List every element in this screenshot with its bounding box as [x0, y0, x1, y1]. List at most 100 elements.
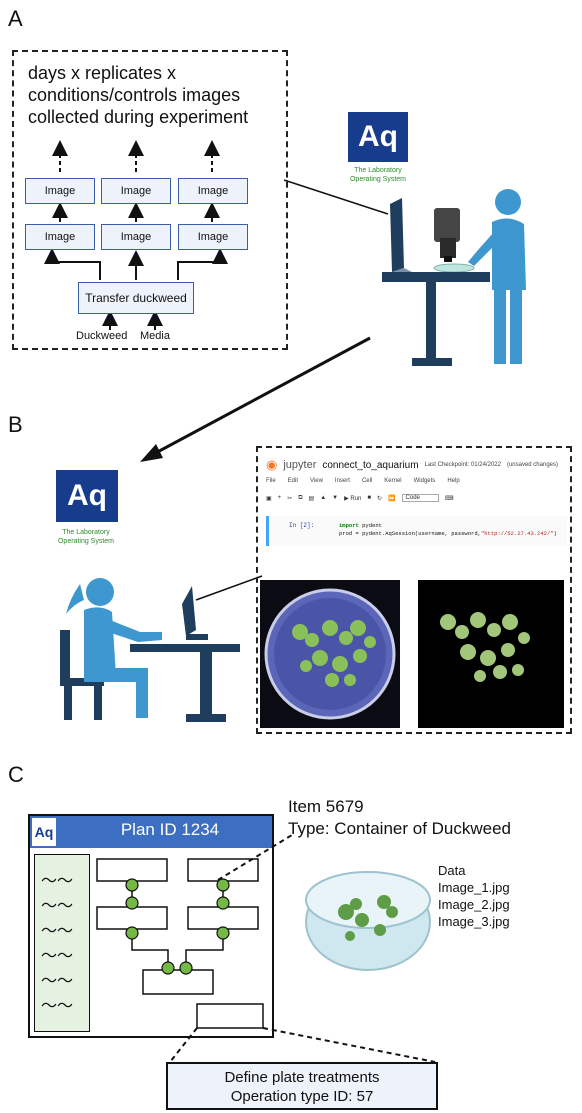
keyboard-icon[interactable]: ⌨	[444, 495, 454, 502]
code-line-2: prod = pydent.AqSession(username, passwo…	[339, 530, 557, 538]
plan-title: Plan ID 1234	[120, 820, 220, 839]
seated-scientist-illustration	[60, 578, 240, 722]
jupyter-brand: jupyter	[283, 459, 317, 471]
move-up-icon[interactable]: ▲	[320, 495, 327, 501]
operation-type-id: Operation type ID: 57	[230, 1088, 374, 1105]
add-cell-icon[interactable]: +	[277, 495, 282, 501]
operation-node	[142, 969, 214, 995]
code-cell[interactable]: In [2]: import pydent prod = pydent.AqSe…	[266, 516, 567, 546]
item-id: Item 5679	[288, 797, 364, 816]
plan-aq-logo: Aq	[32, 818, 56, 846]
operation-node	[187, 906, 259, 930]
transfer-duckweed-node: Transfer duckweed	[78, 282, 194, 314]
cell-prompt: In [2]:	[289, 522, 315, 529]
camera-icon	[434, 208, 460, 242]
aquarium-logo: Aq	[56, 470, 118, 522]
logo-subtitle-line-2: Operating System	[349, 176, 407, 183]
monitor-icon	[390, 198, 404, 272]
jupyter-logo-icon: ◉	[266, 457, 278, 472]
operation-name: Define plate treatments	[224, 1069, 380, 1086]
code-keyword: import	[339, 522, 359, 529]
code-prefix: prod = pydent.AqSession(username, passwo…	[339, 530, 481, 537]
define-plate-treatments-node	[196, 1003, 264, 1029]
logo-subtitle-line-2: Operating System	[57, 538, 115, 545]
plan-header	[30, 816, 272, 848]
move-down-icon[interactable]: ▼	[332, 495, 339, 501]
code-string: "http://52.27.43.242/"	[480, 530, 554, 537]
unsaved-text: (unsaved changes)	[506, 462, 558, 468]
panel-b-notebook-box: ◉ jupyter connect_to_aquarium Last Check…	[256, 446, 572, 734]
standing-scientist-illustration	[382, 189, 526, 366]
notebook-name[interactable]: connect_to_aquarium	[322, 459, 419, 471]
run-label: Run	[350, 495, 362, 502]
item-callout: Item 5679 Type: Container of Duckweed	[288, 796, 511, 840]
menu-file[interactable]: File	[266, 478, 276, 484]
restart-icon[interactable]: ↻	[377, 495, 383, 502]
menu-widgets[interactable]: Widgets	[413, 478, 436, 484]
menu-help[interactable]: Help	[447, 478, 460, 484]
code-suffix: )	[553, 530, 557, 537]
input-media-label: Media	[140, 330, 170, 342]
panel-letter-a: A	[8, 6, 23, 31]
petri-dish-photo	[260, 580, 400, 728]
notebook-toolbar: ▣ + ✂ ⧉ ▤ ▲ ▼ ▶ Run ■ ↻ ⏩ Code ⌨	[266, 492, 566, 504]
cut-icon[interactable]: ✂	[287, 495, 293, 502]
cell-code: import pydent prod = pydent.AqSession(us…	[339, 522, 557, 538]
person-head	[495, 189, 521, 215]
operation-callout: Define plate treatments Operation type I…	[166, 1062, 438, 1110]
operation-node	[96, 906, 168, 930]
logo-subtitle-line-1: The Laboratory	[354, 167, 402, 174]
box-text-line-2: conditions/controls images	[28, 85, 241, 105]
aquarium-logo-subtitle: The Laboratory Operating System	[38, 528, 134, 546]
stop-icon[interactable]: ■	[367, 495, 372, 501]
menu-view[interactable]: View	[310, 478, 323, 484]
image-node: Image	[25, 224, 95, 250]
desk	[130, 644, 240, 652]
menu-cell[interactable]: Cell	[361, 478, 373, 484]
panel-a-workflow-box: days x replicates x conditions/controls …	[12, 50, 288, 350]
aquarium-logo-subtitle: The Laboratory Operating System	[330, 166, 426, 184]
segmented-duckweed-photo	[418, 580, 564, 728]
notebook-menu-bar: File Edit View Insert Cell Kernel Widget…	[266, 478, 566, 490]
save-icon[interactable]: ▣	[266, 495, 272, 502]
code-rest: pydent	[358, 522, 382, 529]
image-node: Image	[101, 224, 171, 250]
image-node: Image	[25, 178, 95, 204]
logo-subtitle-line-1: The Laboratory	[62, 529, 110, 536]
person-head	[86, 578, 114, 606]
operation-node	[96, 858, 168, 882]
lab-table	[382, 272, 490, 282]
image-node: Image	[178, 178, 248, 204]
input-duckweed-label: Duckweed	[76, 330, 128, 342]
plan-window: Aq Plan ID 1234 〜〜〜〜〜〜〜〜〜〜〜〜	[28, 814, 274, 1038]
menu-kernel[interactable]: Kernel	[384, 478, 402, 484]
plan-sidebar[interactable]: 〜〜〜〜〜〜〜〜〜〜〜〜	[34, 854, 90, 1032]
fast-forward-icon[interactable]: ⏩	[388, 495, 396, 502]
item-type: Type: Container of Duckweed	[288, 819, 512, 838]
panel-letter-c: C	[8, 762, 24, 787]
panel-letter-b: B	[8, 412, 23, 437]
code-line-1: import pydent	[339, 522, 557, 530]
copy-icon[interactable]: ⧉	[298, 494, 303, 501]
box-text-line-3: collected during experiment	[28, 107, 249, 127]
menu-edit[interactable]: Edit	[287, 478, 299, 484]
aquarium-logo: Aq	[348, 112, 408, 162]
data-file: Image_1.jpg	[438, 880, 510, 895]
image-node: Image	[178, 224, 248, 250]
data-heading: Data	[438, 863, 466, 878]
paste-icon[interactable]: ▤	[308, 495, 315, 502]
box-text-line-1: days x replicates x	[28, 63, 177, 83]
notebook-header: ◉ jupyter connect_to_aquarium Last Check…	[266, 456, 566, 474]
data-file: Image_2.jpg	[438, 897, 510, 912]
panel-a-box-text: days x replicates x conditions/controls …	[28, 62, 248, 128]
cell-type-select[interactable]: Code	[401, 494, 439, 502]
operation-node	[187, 858, 259, 882]
menu-insert[interactable]: Insert	[334, 478, 350, 484]
monitor-icon	[182, 586, 196, 636]
run-button[interactable]: ▶ Run	[344, 495, 362, 502]
checkpoint-text: Last Checkpoint: 01/24/2022	[424, 462, 501, 468]
data-files-list: Data Image_1.jpg Image_2.jpg Image_3.jpg	[438, 862, 510, 930]
